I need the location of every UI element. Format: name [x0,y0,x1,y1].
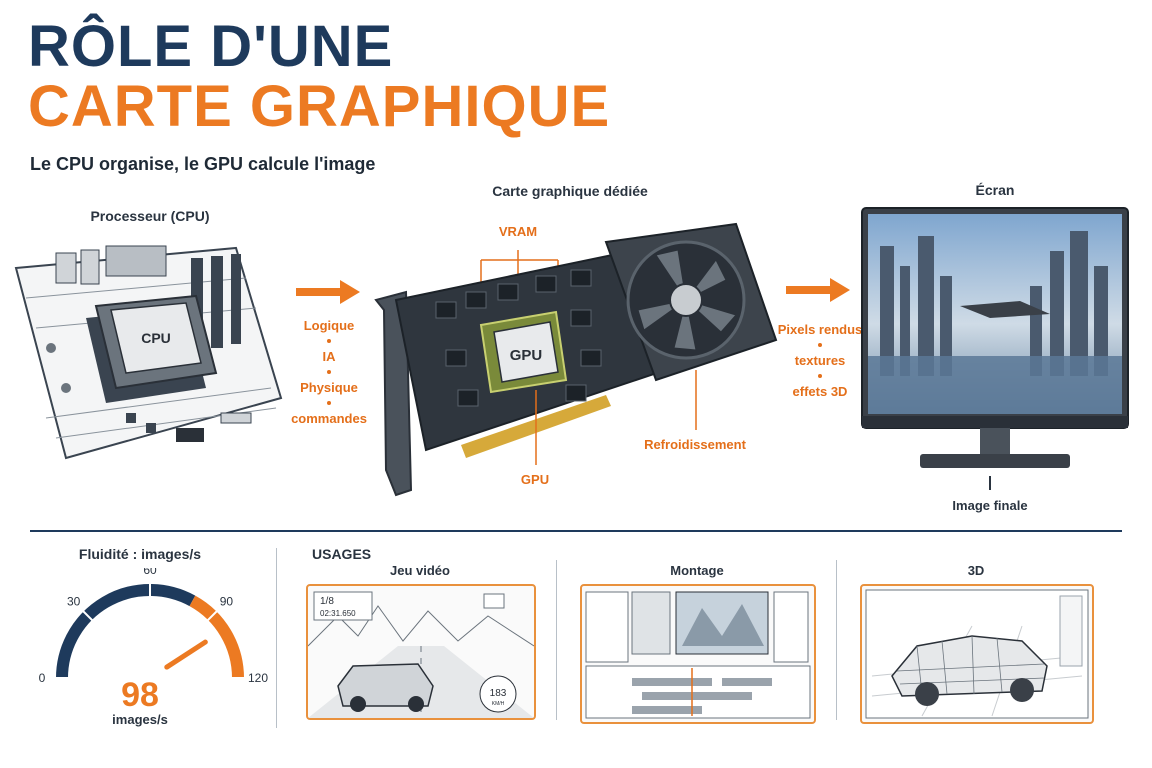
screen-label: Écran [975,182,1015,198]
gpu-output-list: Pixels rendus textures effets 3D [772,322,868,399]
title-line-2: CARTE GRAPHIQUE [28,74,611,139]
gauge-needle [164,639,208,670]
bullet-dot [818,374,822,378]
cpu-task: Physique [300,380,358,395]
gauge-tick-label: 0 [39,671,46,685]
gpu-output: effets 3D [792,384,848,399]
subtitle: Le CPU organise, le GPU calcule l'image [30,154,376,174]
gpu-output: Pixels rendus [777,322,863,337]
title-line-1: RÔLE D'UNE [28,14,394,79]
gauge-tick-label: 30 [67,595,81,609]
fps-value: 98 [121,676,159,714]
usage-panel-3d [860,584,1094,724]
cooling-label: Refroidissement [644,437,746,452]
gpu-chip-label: GPU [510,347,543,364]
usage-panel-editing [580,584,816,724]
gpu-label: GPU [520,472,550,487]
arrow-gpu-to-screen [786,278,850,302]
motherboard-illustration: CPU [6,238,286,478]
caption-pointer [989,476,991,490]
vram-label: VRAM [498,224,538,239]
section-separator [276,548,277,728]
gpu-card-label: Carte graphique dédiée [492,183,648,199]
hud-lap: 1/8 [320,596,334,607]
bullet-dot [327,370,331,374]
cpu-chip-label: CPU [141,330,171,346]
bullet-dot [327,401,331,405]
usages-title: USAGES [312,546,372,562]
section-divider [30,530,1122,532]
gauge-tick-label: 90 [220,595,234,609]
arrow-cpu-to-gpu [296,280,360,304]
bullet-dot [327,339,331,343]
gauge-tick-label: 120 [248,671,268,685]
monitor-illustration [860,206,1132,478]
cpu-task: Logique [303,318,355,333]
usage-label-game: Jeu vidéo [390,563,450,578]
graphics-card-illustration: GPU [366,220,786,500]
usage-panel-game: 1/8 02:31.650 183 KM/H [306,584,536,720]
screen-caption: Image finale [952,498,1028,513]
hud-speed: 183 [490,688,507,699]
hud-speed-unit: KM/H [492,701,505,707]
usage-separator [556,560,557,720]
gauge-tick [81,609,95,623]
cpu-label: Processeur (CPU) [90,208,210,224]
hud-time: 02:31.650 [320,609,356,618]
fps-gauge: 0 30 60 90 120 [30,568,270,688]
gauge-arc [56,584,196,679]
fps-unit: images/s [112,712,168,727]
cpu-task: IA [322,349,336,364]
cpu-task: commandes [291,411,367,426]
gauge-tick-label: 60 [143,568,157,577]
gpu-output: textures [794,353,846,368]
gauge-high-arc [189,595,244,679]
usage-separator [836,560,837,720]
cpu-task-list: Logique IA Physique commandes [286,318,372,426]
usage-label-editing: Montage [670,563,724,578]
bullet-dot [818,343,822,347]
gauge-tick [205,609,219,623]
usage-label-3d: 3D [967,563,985,578]
fluidity-title: Fluidité : images/s [78,546,202,562]
